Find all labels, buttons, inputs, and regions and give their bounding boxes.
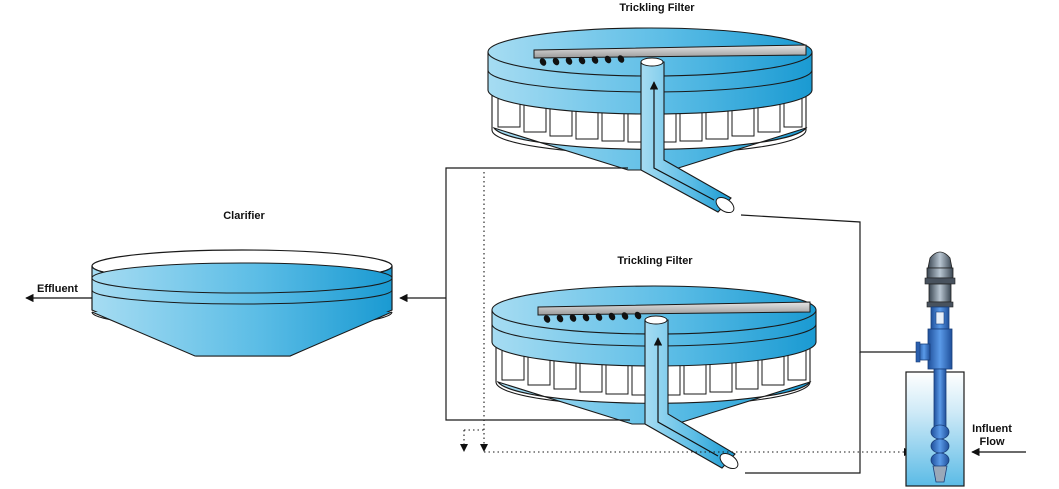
label-clarifier: Clarifier — [223, 210, 265, 222]
label-trickling-filter-bottom: Trickling Filter — [617, 255, 693, 267]
label-effluent: Effluent — [37, 283, 78, 295]
label-influent-line2: Flow — [979, 436, 1005, 448]
trickling-filter-bottom — [491, 285, 817, 470]
pump-station — [905, 251, 965, 487]
label-influent-flow: Influent Flow — [972, 423, 1012, 449]
piping — [399, 167, 918, 474]
clarifier — [91, 249, 393, 357]
label-trickling-filter-top: Trickling Filter — [619, 2, 695, 14]
label-influent-line1: Influent — [972, 423, 1012, 435]
trickling-filter-top — [487, 27, 813, 214]
